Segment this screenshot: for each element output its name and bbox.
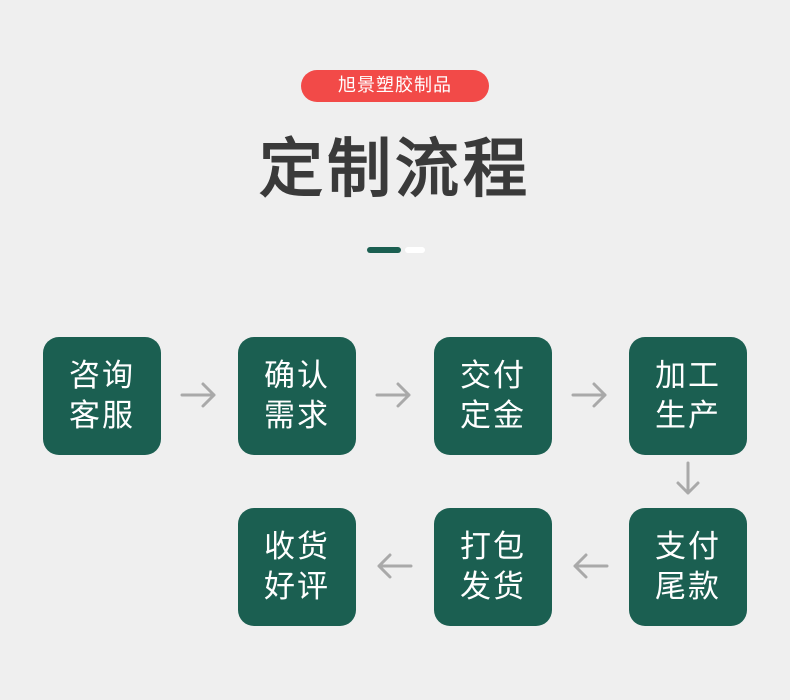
step-label-line1: 加工 — [655, 358, 721, 394]
title-divider-dark — [367, 247, 401, 253]
step-deposit: 交付 定金 — [434, 337, 552, 455]
arrow-left-icon — [374, 546, 414, 586]
step-review: 收货 好评 — [238, 508, 356, 626]
arrow-right-icon — [374, 375, 414, 415]
step-label-line2: 需求 — [264, 398, 330, 434]
step-label-line1: 咨询 — [69, 358, 135, 394]
step-label-line2: 好评 — [264, 569, 330, 605]
step-label-line2: 尾款 — [655, 569, 721, 605]
arrow-left-icon — [570, 546, 610, 586]
step-label-line2: 定金 — [460, 398, 526, 434]
step-label-line1: 收货 — [264, 529, 330, 565]
arrow-down-icon — [668, 460, 708, 500]
step-label-line2: 生产 — [655, 398, 721, 434]
page-title: 定制流程 — [259, 133, 531, 207]
step-shipping: 打包 发货 — [434, 508, 552, 626]
step-final-payment: 支付 尾款 — [629, 508, 747, 626]
arrow-right-icon — [570, 375, 610, 415]
step-label-line1: 交付 — [460, 358, 526, 394]
arrow-right-icon — [179, 375, 219, 415]
step-label-line2: 客服 — [69, 398, 135, 434]
step-label-line2: 发货 — [460, 569, 526, 605]
title-divider-light — [405, 247, 425, 253]
step-label-line1: 支付 — [655, 529, 721, 565]
step-label-line1: 确认 — [264, 358, 330, 394]
step-label-line1: 打包 — [460, 529, 526, 565]
step-confirm: 确认 需求 — [238, 337, 356, 455]
brand-badge: 旭景塑胶制品 — [301, 70, 489, 102]
step-production: 加工 生产 — [629, 337, 747, 455]
step-consult: 咨询 客服 — [43, 337, 161, 455]
